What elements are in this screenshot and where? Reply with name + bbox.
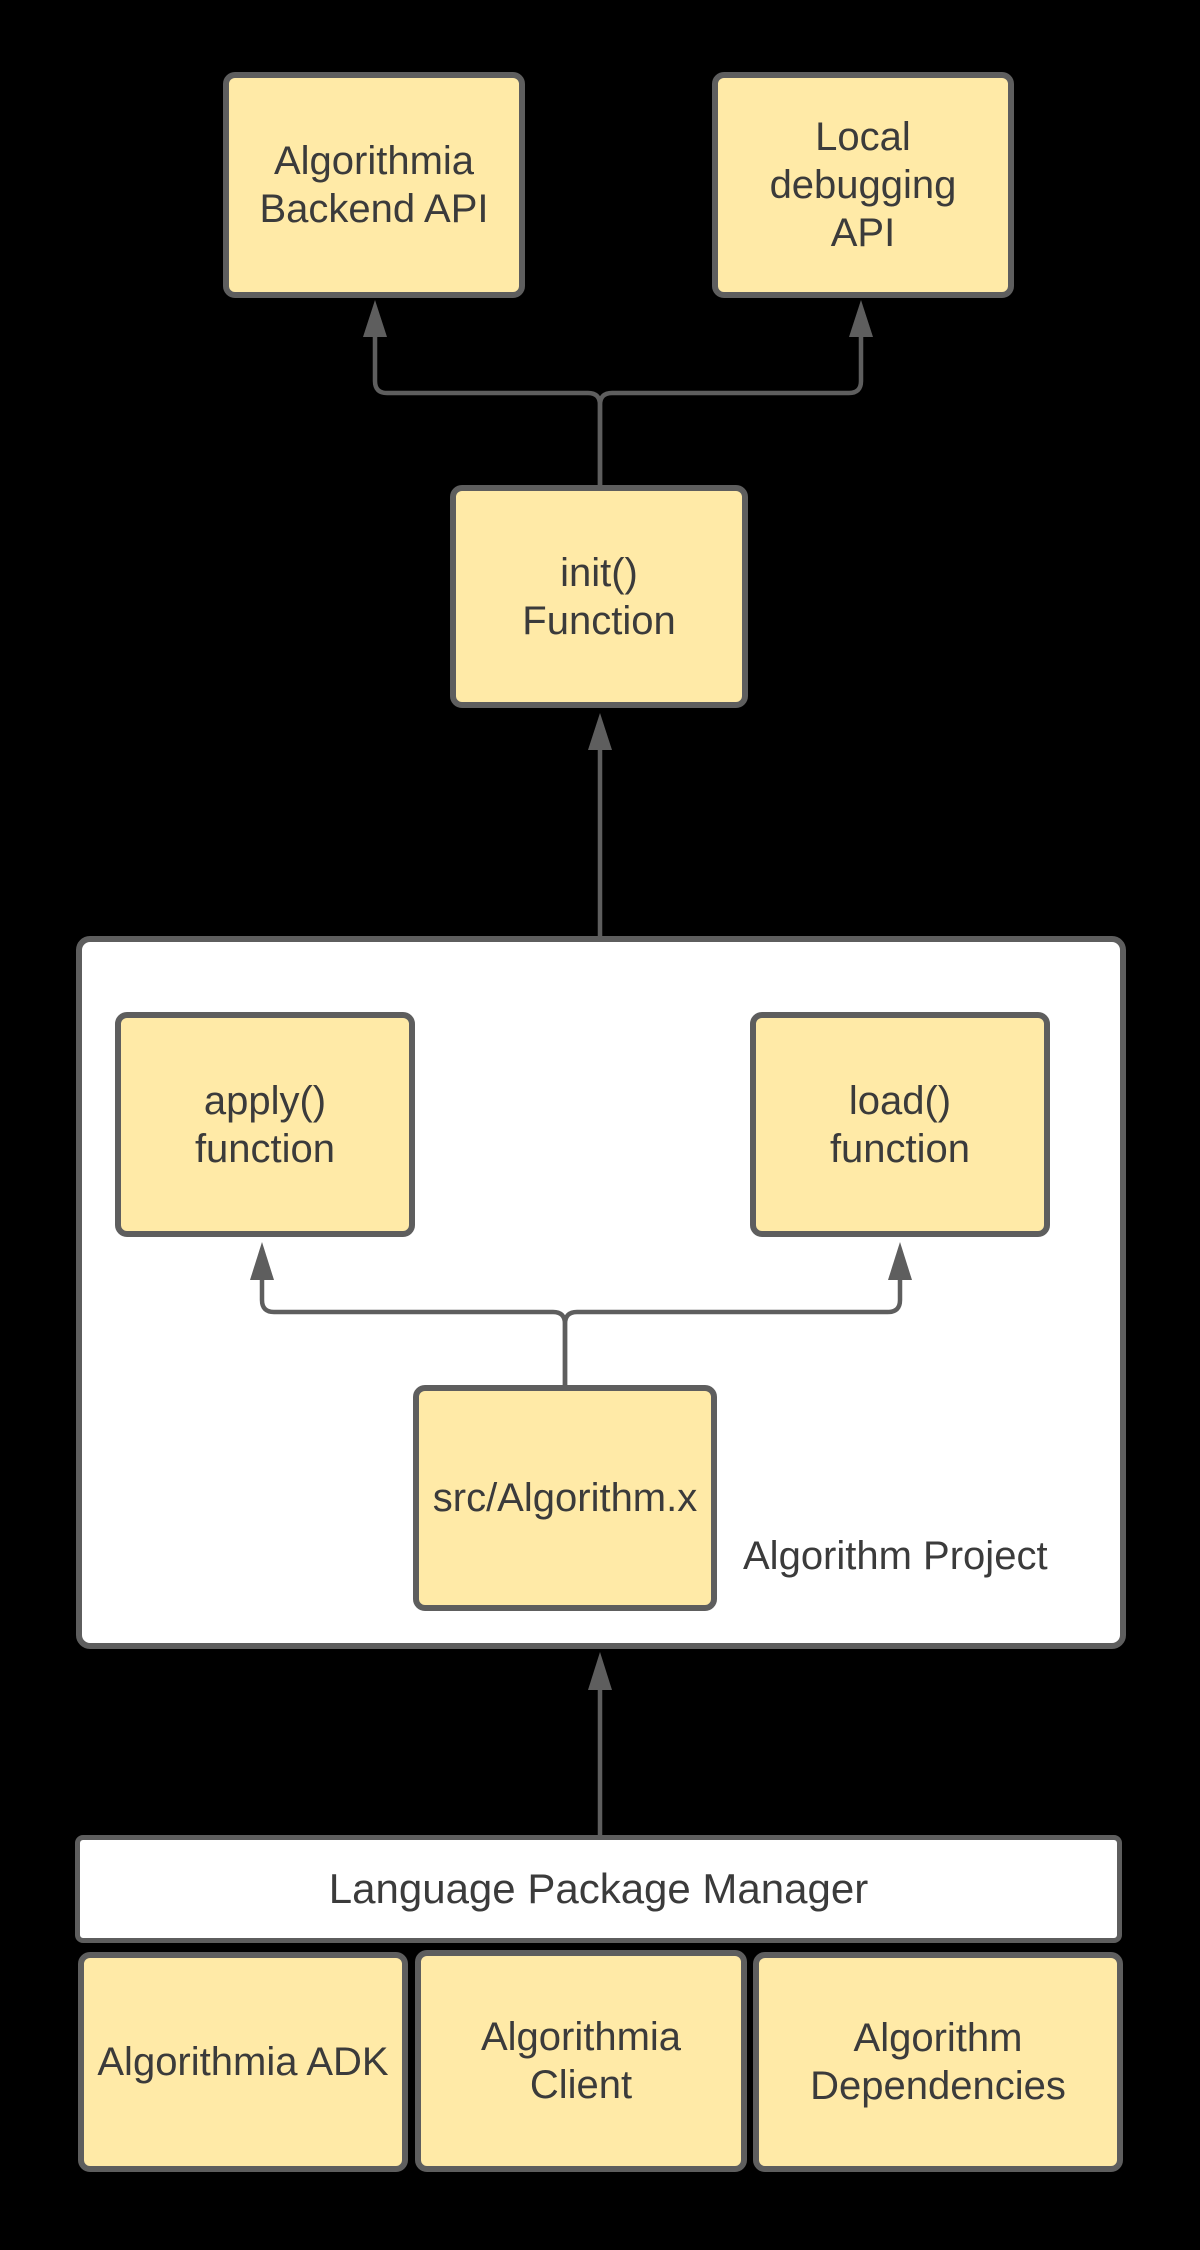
node-src-algorithm: src/Algorithm.x [413, 1385, 717, 1611]
node-algorithmia-adk: Algorithmia ADK [78, 1952, 408, 2172]
arrowhead-backend-api [363, 300, 387, 337]
arrowhead-project [588, 1652, 612, 1690]
node-init-function: init() Function [450, 485, 748, 708]
node-label: Algorithmia Client [480, 2015, 682, 2107]
node-label: Algorithm Dependencies [810, 2016, 1066, 2108]
node-label: Algorithmia ADK [97, 2040, 389, 2084]
node-local-debugging-api: Local debugging API [712, 72, 1014, 298]
node-algorithmia-backend-api: Algorithmia Backend API [223, 72, 525, 298]
connector-init-to-backend-api [372, 336, 603, 485]
node-label: Algorithmia Backend API [259, 139, 489, 231]
label-algorithm-project: Algorithm Project [743, 1534, 1048, 1578]
node-load-function: load() function [750, 1012, 1050, 1237]
arrowhead-init [588, 713, 612, 750]
node-label: src/Algorithm.x [432, 1476, 698, 1520]
arrowhead-load [888, 1242, 912, 1280]
node-algorithmia-client: Algorithmia Client [415, 1950, 747, 2172]
node-apply-function: apply() function [115, 1012, 415, 1237]
connector-src-to-load [562, 1279, 903, 1385]
bar-label: Language Package Manager [328, 1865, 869, 1912]
node-algorithm-dependencies: Algorithm Dependencies [753, 1952, 1123, 2172]
node-label: Local debugging API [769, 115, 957, 255]
node-label: init() Function [522, 550, 676, 643]
arrowhead-apply [250, 1242, 274, 1280]
connector-init-to-local-debugging-api [597, 336, 864, 485]
arrowhead-local-debugging-api [849, 300, 873, 337]
node-label: load() function [829, 1078, 971, 1171]
node-label: apply() function [194, 1078, 336, 1171]
bar-language-package-manager: Language Package Manager [75, 1835, 1122, 1943]
connector-src-to-apply [259, 1279, 568, 1385]
